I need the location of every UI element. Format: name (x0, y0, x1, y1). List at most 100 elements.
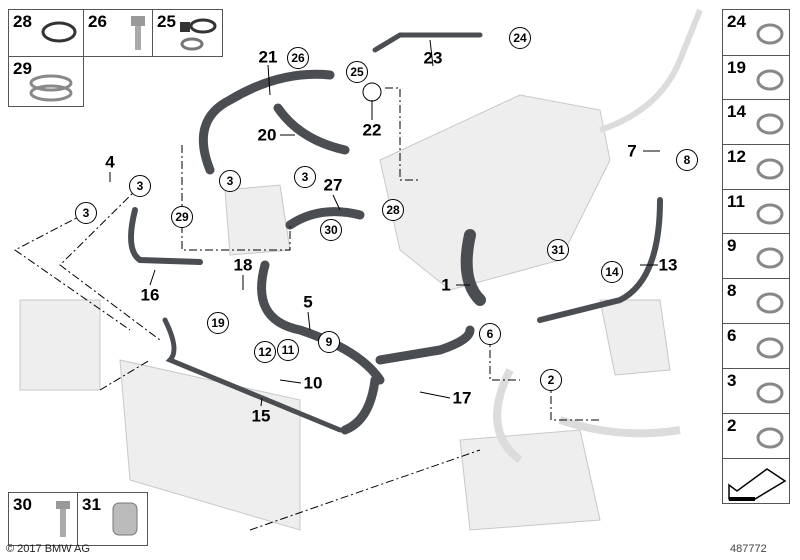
circled-callout-14: 14 (601, 261, 623, 283)
part-box-12: 12 (722, 144, 790, 190)
part-number: 24 (727, 12, 746, 31)
circled-callout-31: 31 (547, 239, 569, 261)
circled-callout-11: 11 (277, 339, 299, 361)
copyright: © 2017 BMW AG (6, 543, 90, 555)
hose-clamp-icon (756, 382, 784, 404)
circled-callout-9: 9 (318, 331, 340, 353)
hose-15 (162, 317, 343, 433)
document-number: 487772 (730, 543, 767, 555)
hose-21 (198, 69, 335, 175)
part-number: 8 (727, 281, 737, 300)
arrow-icon (728, 468, 787, 501)
hose-27 (285, 207, 365, 230)
part-number: 3 (727, 371, 737, 390)
part-number: 6 (727, 326, 737, 345)
turbo-ghost (459, 429, 601, 531)
circled-callout-3: 3 (75, 202, 97, 224)
hose-20 (273, 103, 350, 155)
part-box-11: 11 (722, 189, 790, 234)
part-box-19: 19 (722, 55, 790, 100)
hose-clamp-icon (756, 427, 784, 449)
hose-9 (375, 325, 475, 365)
circled-callout-3: 3 (294, 166, 316, 188)
circled-callout-28: 28 (382, 199, 404, 221)
part-box-25: 25 (152, 9, 223, 57)
callout-1: 1 (441, 275, 451, 295)
callout-23: 23 (423, 48, 443, 68)
hose-clamp-icon (29, 74, 73, 102)
part-box-29: 29 (8, 56, 84, 107)
part-box-30: 30 (8, 492, 78, 546)
engine-block-ghost (379, 94, 611, 291)
bracket-icon (756, 247, 784, 269)
part-box-6: 6 (722, 323, 790, 369)
circled-callout-30: 30 (320, 219, 342, 241)
part-number: 12 (727, 147, 746, 166)
circled-callout-2: 2 (540, 369, 562, 391)
callout-7: 7 (627, 141, 637, 161)
part-number: 2 (727, 416, 737, 435)
callout-10: 10 (303, 373, 323, 393)
callout-18: 18 (233, 255, 253, 275)
callout-20: 20 (257, 125, 277, 145)
part-box-8: 8 (722, 278, 790, 324)
circled-callout-19: 19 (207, 312, 229, 334)
part-number: 30 (13, 495, 32, 514)
circled-callout-26: 26 (287, 47, 309, 69)
callout-4: 4 (105, 152, 115, 172)
callout-17: 17 (452, 388, 472, 408)
part-box-28: 28 (8, 9, 84, 57)
hose-1 (460, 229, 486, 306)
part-box-31: 31 (77, 492, 148, 546)
double-clip-icon (756, 292, 784, 314)
part-number: 31 (82, 495, 101, 514)
circled-callout-12: 12 (254, 341, 276, 363)
view-direction-box (722, 458, 790, 504)
hose-13 (537, 197, 663, 323)
part-number: 25 (157, 12, 176, 31)
part-box-9: 9 (722, 233, 790, 279)
clip-icon (756, 113, 784, 135)
hose-clamp-icon (756, 337, 784, 359)
bolt-icon (56, 501, 70, 537)
expanding-rivet-icon (756, 203, 784, 225)
part-number: 9 (727, 236, 737, 255)
intercooler-ghost (19, 299, 101, 391)
part-number: 19 (727, 58, 746, 77)
bolt-icon (756, 23, 784, 45)
circled-callout-25: 25 (346, 61, 368, 83)
circled-callout-3: 3 (129, 175, 151, 197)
part-box-2: 2 (722, 413, 790, 459)
circled-callout-6: 6 (479, 323, 501, 345)
part-number: 29 (13, 59, 32, 78)
circled-callout-3: 3 (219, 170, 241, 192)
part-box-14: 14 (722, 99, 790, 145)
part-number: 14 (727, 102, 746, 121)
part-box-26: 26 (83, 9, 153, 57)
circled-callout-24: 24 (509, 27, 531, 49)
part-number: 28 (13, 12, 32, 31)
callout-21: 21 (258, 47, 278, 67)
hose-5 (257, 260, 385, 385)
part-number: 11 (727, 192, 745, 211)
circled-callout-8: 8 (676, 149, 698, 171)
part-number: 26 (88, 12, 107, 31)
hose-lower (340, 375, 380, 435)
part-box-3: 3 (722, 368, 790, 414)
circled-callout-29: 29 (171, 206, 193, 228)
callout-5: 5 (303, 292, 313, 312)
hose-16 (128, 207, 203, 265)
callout-27: 27 (323, 175, 343, 195)
clamp-holder-icon (180, 18, 217, 51)
expansion-tank-ghost (599, 299, 671, 376)
hose-23 (372, 32, 483, 53)
pump-ghost (224, 184, 291, 256)
callout-15: 15 (251, 406, 271, 426)
clip-strip-icon (756, 69, 784, 91)
callout-16: 16 (140, 285, 160, 305)
part-box-24: 24 (722, 9, 790, 56)
callout-13: 13 (658, 255, 678, 275)
o-ring-icon (41, 21, 77, 43)
